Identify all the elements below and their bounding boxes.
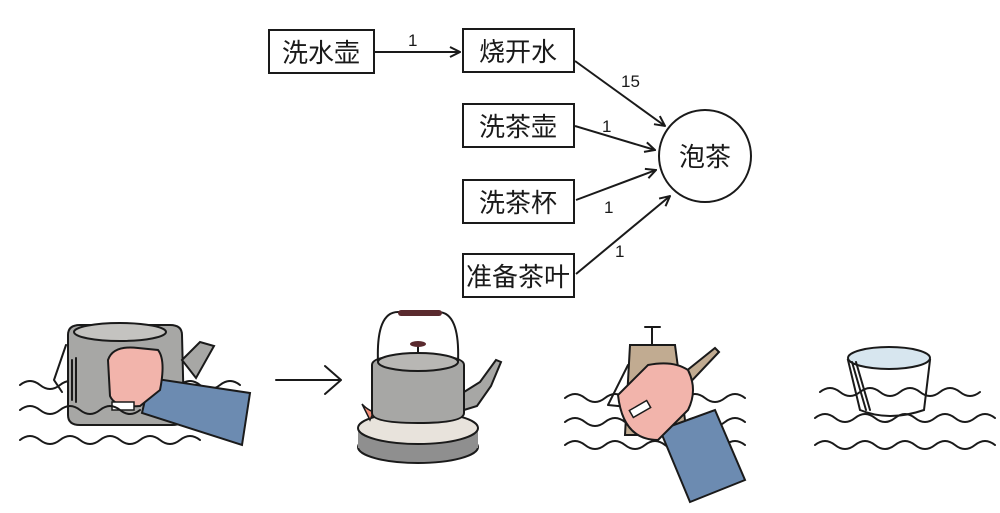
node-label: 洗茶壶	[479, 113, 557, 143]
illustration-washing-kettle	[19, 322, 252, 447]
node-label: 泡茶	[679, 143, 731, 173]
node-wash-teapot: 洗茶壶	[462, 103, 575, 148]
node-wash-cups: 洗茶杯	[462, 179, 575, 224]
wave-line	[19, 435, 201, 445]
edge-wash-cups-to-brew	[575, 170, 656, 201]
sleeve	[658, 408, 747, 504]
node-label: 洗水壶	[282, 39, 360, 69]
node-wash-kettle: 洗水壶	[268, 29, 375, 74]
wave-line	[814, 440, 996, 450]
node-boil-water: 烧开水	[462, 28, 575, 73]
illustration-washing-teapot	[564, 326, 747, 504]
edge-label-wash-cups: 1	[604, 198, 613, 217]
node-label: 烧开水	[479, 38, 557, 68]
node-label: 洗茶杯	[479, 189, 557, 219]
wave-line	[19, 405, 141, 415]
node-prepare-leaves: 准备茶叶	[462, 253, 575, 298]
arrow-right-icon	[275, 365, 342, 395]
illustration-tea-cup	[814, 346, 996, 450]
edge-label-prepare-leaves: 1	[615, 242, 624, 261]
edges: 1 15 1 1 1	[374, 31, 670, 275]
wave-line	[819, 387, 981, 397]
hand-icon	[616, 362, 694, 442]
wave-line	[814, 413, 996, 423]
edge-label-boil-water: 15	[621, 72, 640, 91]
edge-label-wash-kettle: 1	[408, 31, 417, 50]
node-brew-tea: 泡茶	[658, 109, 752, 203]
edge-boil-water-to-brew	[574, 60, 665, 126]
edge-prepare-leaves-to-brew	[575, 196, 670, 275]
illustration-kettle-on-stove	[357, 310, 503, 464]
edge-wash-teapot-to-brew	[574, 125, 655, 150]
node-label: 准备茶叶	[466, 263, 570, 293]
edge-label-wash-teapot: 1	[602, 117, 611, 136]
